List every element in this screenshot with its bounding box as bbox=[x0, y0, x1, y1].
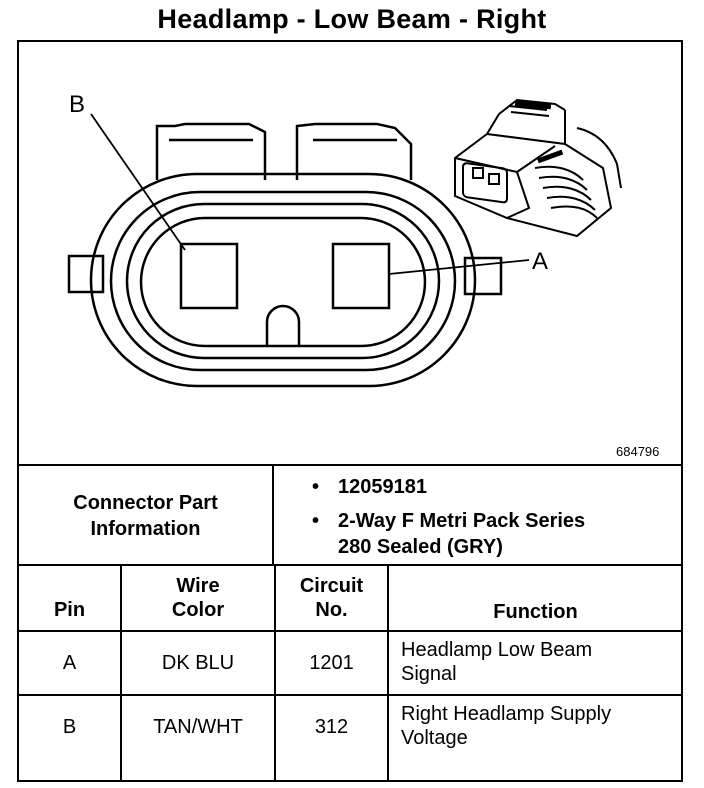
row-b-function-line2: Voltage bbox=[401, 727, 468, 749]
header-wire-color-line1: Wire bbox=[176, 575, 220, 597]
figure-number: 684796 bbox=[616, 444, 660, 459]
header-pin: Pin bbox=[19, 566, 120, 630]
terminal-b bbox=[179, 242, 239, 310]
header-pin-text: Pin bbox=[53, 599, 86, 621]
center-key bbox=[265, 304, 301, 346]
page-title: Headlamp - Low Beam - Right bbox=[157, 4, 547, 34]
connector-ring-3 bbox=[125, 202, 441, 360]
row-b-circuit: 312 bbox=[314, 716, 349, 738]
connector-ring-2 bbox=[109, 190, 457, 372]
divider-col-1 bbox=[120, 564, 122, 782]
divider-diagram-bottom bbox=[18, 464, 682, 466]
bullet-1: • bbox=[312, 476, 320, 498]
divider-header-bottom bbox=[18, 630, 682, 632]
divider-col-3 bbox=[387, 564, 389, 782]
connector-part-label: Connector Part Information bbox=[19, 468, 272, 563]
part-number: 12059181 bbox=[338, 476, 427, 498]
row-a-pin: A bbox=[62, 652, 77, 674]
connector-outer-ring bbox=[89, 172, 477, 388]
header-circuit-line2: No. bbox=[315, 599, 348, 621]
connector-diagram: B A bbox=[67, 91, 622, 388]
divider-col-2 bbox=[274, 564, 276, 782]
row-a-function-line2: Signal bbox=[401, 663, 457, 685]
leader-line-b bbox=[90, 113, 186, 251]
row-b-function-line1: Right Headlamp Supply bbox=[401, 703, 612, 725]
row-b-function: Right Headlamp Supply Voltage bbox=[389, 702, 682, 758]
divider-row-a-bottom bbox=[18, 694, 682, 696]
header-function: Function bbox=[389, 566, 682, 630]
pin-label-b: B bbox=[69, 91, 85, 118]
row-b-pin: B bbox=[62, 716, 77, 738]
connector-part-label-line1: Connector Part bbox=[73, 491, 218, 514]
connector-series: 2-Way F Metri Pack Series bbox=[338, 510, 586, 532]
right-ear bbox=[463, 256, 503, 296]
terminal-a bbox=[331, 242, 391, 310]
right-latch bbox=[295, 122, 413, 180]
header-wire-color-line2: Color bbox=[171, 599, 225, 621]
bullet-2: • bbox=[312, 510, 320, 532]
connector-part-info: • 12059181 • 2-Way F Metri Pack Series 2… bbox=[312, 474, 585, 560]
header-circuit-no: Circuit No. bbox=[276, 566, 387, 630]
connector-isometric-shading bbox=[514, 100, 564, 164]
row-a-wire-color: DK BLU bbox=[161, 652, 235, 674]
header-function-text: Function bbox=[493, 601, 578, 623]
leader-line-a bbox=[388, 259, 530, 275]
left-ear bbox=[67, 254, 105, 294]
pin-label-a: A bbox=[532, 248, 548, 275]
row-a-function-line1: Headlamp Low Beam bbox=[401, 639, 593, 661]
header-wire-color: Wire Color bbox=[122, 566, 274, 630]
connector-inner-ring bbox=[139, 216, 427, 348]
row-a-function: Headlamp Low Beam Signal bbox=[389, 638, 682, 694]
connector-description: 280 Sealed (GRY) bbox=[338, 536, 503, 558]
divider-connector-info bbox=[272, 464, 274, 566]
row-b-wire-color: TAN/WHT bbox=[153, 716, 243, 738]
divider-connector-bottom bbox=[18, 564, 682, 566]
connector-part-label-line2: Information bbox=[90, 517, 201, 540]
connector-isometric-view bbox=[454, 98, 622, 238]
outer-frame bbox=[17, 40, 683, 782]
row-a-circuit: 1201 bbox=[309, 652, 354, 674]
header-circuit-line1: Circuit bbox=[299, 575, 364, 597]
left-latch bbox=[155, 122, 267, 180]
